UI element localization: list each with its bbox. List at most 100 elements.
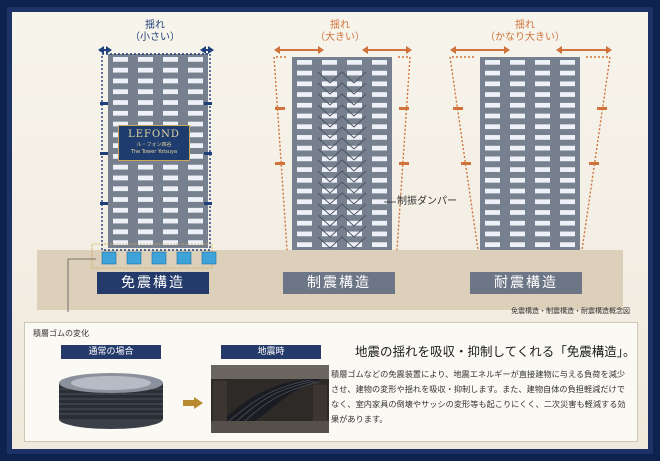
window [113, 89, 128, 95]
window [510, 177, 525, 183]
damper-brace [317, 170, 367, 183]
sway-arrow-large-right-head [362, 46, 368, 54]
window [510, 156, 525, 162]
window [347, 220, 362, 226]
window [113, 229, 128, 235]
window [138, 121, 153, 127]
earthquake-bearing-photo [211, 365, 329, 433]
window [297, 124, 312, 130]
damper-brace [317, 203, 367, 216]
window [113, 197, 128, 202]
window [163, 67, 178, 73]
sway-marker [453, 107, 463, 110]
window [322, 167, 337, 172]
window [322, 199, 337, 205]
sway-arrow-small-left-head [98, 46, 104, 54]
window [535, 60, 550, 65]
window [138, 67, 153, 73]
sway-outline-vlarge-left [449, 56, 479, 251]
building-sign: LEFOND ル・フォン四谷 The Tower Yotsuya [118, 125, 190, 161]
sign-subtitle: ル・フォン四谷 [136, 142, 172, 148]
structure-label-isolation: 免震構造 [97, 272, 209, 294]
window [297, 60, 312, 65]
window [485, 124, 500, 130]
sway-marker [204, 102, 212, 105]
window [297, 92, 312, 97]
window [347, 60, 362, 65]
window [163, 57, 178, 62]
damper-brace [317, 225, 367, 238]
window [372, 124, 387, 130]
window [485, 113, 500, 119]
window [188, 67, 203, 73]
window [372, 188, 387, 194]
window [510, 92, 525, 97]
window [510, 113, 525, 119]
earthquake-state-tag: 地震時 [221, 345, 321, 359]
body-text: 積層ゴムなどの免震装置により、地震エネルギーが直接建物に与える負荷を減少させ、建… [331, 369, 626, 424]
window [535, 70, 550, 76]
sway-marker [461, 162, 471, 165]
bearing [101, 251, 117, 265]
window [560, 113, 575, 119]
window [485, 167, 500, 172]
window [188, 89, 203, 95]
window [372, 70, 387, 76]
window [138, 218, 153, 224]
window [113, 67, 128, 73]
window [535, 102, 550, 108]
window [510, 220, 525, 226]
window [297, 135, 312, 140]
sway-outline-large-right [396, 56, 411, 251]
window [188, 207, 203, 213]
normal-state-tag: 通常の場合 [61, 345, 161, 359]
sway-label-small: 揺れ（小さい） [130, 20, 180, 43]
window [510, 124, 525, 130]
window [347, 177, 362, 183]
window [485, 156, 500, 162]
window [163, 229, 178, 235]
window [347, 102, 362, 108]
window [535, 242, 550, 247]
window [347, 199, 362, 205]
window [188, 218, 203, 224]
window [347, 188, 362, 194]
window [510, 60, 525, 65]
window [297, 145, 312, 151]
window [297, 156, 312, 162]
damper-brace [317, 93, 367, 106]
window [485, 102, 500, 108]
window [485, 242, 500, 247]
window [138, 240, 153, 245]
window [372, 167, 387, 172]
window [510, 210, 525, 215]
window [138, 100, 153, 105]
window [163, 121, 178, 127]
window [535, 199, 550, 205]
window [560, 60, 575, 65]
sway-arrow-vlarge-right-head [606, 46, 612, 54]
window [560, 220, 575, 226]
building-body [480, 57, 580, 250]
window [138, 175, 153, 181]
window [322, 102, 337, 108]
window [188, 100, 203, 105]
sway-marker [100, 152, 108, 155]
explanation-box: 積層ゴムの変化 通常の場合 地震時 [24, 322, 638, 442]
window [372, 156, 387, 162]
damper-brace [317, 214, 367, 227]
window [560, 70, 575, 76]
arrow-right-icon [183, 397, 203, 409]
window [188, 143, 203, 148]
window [188, 110, 203, 116]
damper-brace [317, 137, 367, 150]
window [138, 89, 153, 95]
window [372, 92, 387, 97]
window [372, 102, 387, 108]
sway-marker [597, 107, 607, 110]
sway-label-large: 揺れ（大きい） [315, 20, 365, 43]
window [372, 177, 387, 183]
window [535, 92, 550, 97]
window [322, 210, 337, 215]
rubber-title: 積層ゴムの変化 [33, 329, 89, 338]
